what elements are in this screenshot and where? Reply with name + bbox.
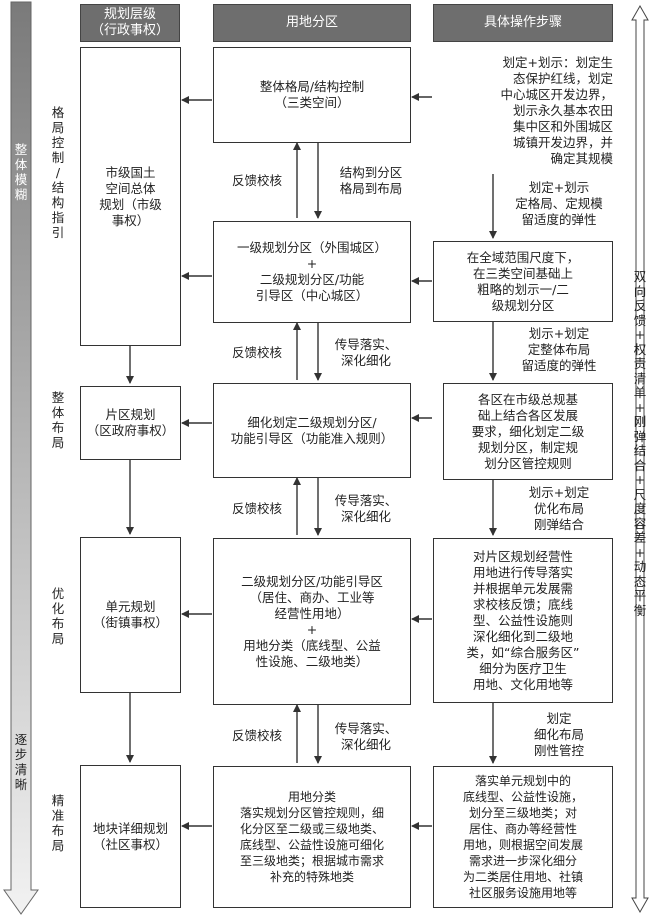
- left-gradient-arrow: [3, 1, 39, 915]
- zone-level-2-landuse: 二级规划分区/功能引导区 （居住、商办、工业等 经营性用地） + 用地分类（底线…: [213, 538, 411, 705]
- level-city-master-plan: 市级国土 空间总体 规划（市级 事权）: [80, 47, 181, 346]
- level-plot-plan: 地块详细规划 （社区事权）: [80, 765, 181, 908]
- stage-label-3: 优 化 布 局: [51, 586, 65, 646]
- step-box-5: 落实单元规划中的 底线型、公益性设施， 划分至三级地类；对 居住、商办等经营性 …: [433, 766, 613, 908]
- transmit-label-1: 结构到分区 格局到布局: [339, 165, 403, 196]
- level-district-plan: 片区规划 （区政府事权）: [80, 386, 181, 460]
- header-steps: 具体操作步骤: [433, 4, 613, 42]
- right-double-arrow: [631, 4, 649, 914]
- step-note-4: 划定 细化布局 刚性管控: [533, 711, 584, 758]
- level-unit-plan: 单元规划 （街镇事权）: [80, 537, 181, 693]
- stage-label-2: 整 体 布 局: [51, 390, 65, 450]
- step-box-2: 在全域范围尺度下， 在三类空间基础上 粗略的划示一/二 级规划分区: [433, 241, 613, 322]
- feedback-label-4: 反馈校核: [231, 728, 282, 743]
- header-level: 规划层级 （行政事权）: [80, 4, 180, 42]
- stage-label-1: 格 局 控 制 / 结 构 指 引: [51, 105, 65, 240]
- step-note-2: 划示+划定 定整体布局 留适度的弹性: [521, 326, 597, 373]
- left-axis-top-label: 整 体 模 糊: [14, 142, 28, 202]
- step-box-1: 划定+划示：划定生 态保护红线，划定 中心城区开发边界， 划示永久基本农田 集中…: [433, 47, 613, 174]
- feedback-label-3: 反馈校核: [231, 501, 282, 516]
- right-axis-label: 双 向 反 馈 + 权 责 清 单 + 刚 弹 结 合 + 尺 度 容 差 + …: [633, 269, 647, 618]
- zone-level-1-2: 一级规划分区（外围城区） + 二级规划分区/功能 引导区（中心城区）: [213, 221, 411, 323]
- left-axis-bottom-label: 逐 步 清 晰: [14, 732, 28, 792]
- feedback-label-2: 反馈校核: [231, 345, 282, 360]
- feedback-label-1: 反馈校核: [231, 173, 282, 188]
- header-zoning: 用地分区: [213, 4, 411, 42]
- step-box-4: 对片区规划经营性 用地进行传导落实 并根据单元发展需 求校核反馈；底线 型、公益…: [433, 538, 613, 703]
- step-box-3: 各区在市级总规基 础上结合各区发展 要求，细化划定二级 规划分区，制定规 划分区…: [443, 383, 613, 480]
- zone-refine-level-2: 细化划定二级规划分区/ 功能引导区（功能准入规则）: [213, 383, 411, 478]
- zone-landuse-classification: 用地分类 落实规划分区管控规则，细 化分区至二级或三级地类、 底线型、公益性设施…: [213, 766, 411, 908]
- transmit-label-2: 传导落实、 深化细化: [334, 337, 398, 368]
- zone-structure-control: 整体格局/结构控制 （三类空间）: [213, 47, 411, 143]
- transmit-label-4: 传导落实、 深化细化: [334, 721, 398, 752]
- step-note-1: 划定+划示 定格局、定规模 留适度的弹性: [515, 180, 603, 227]
- stage-label-4: 精 准 布 局: [51, 793, 65, 853]
- transmit-label-3: 传导落实、 深化细化: [334, 493, 398, 524]
- step-note-3: 划示+划定 优化布局 刚弹结合: [528, 485, 590, 532]
